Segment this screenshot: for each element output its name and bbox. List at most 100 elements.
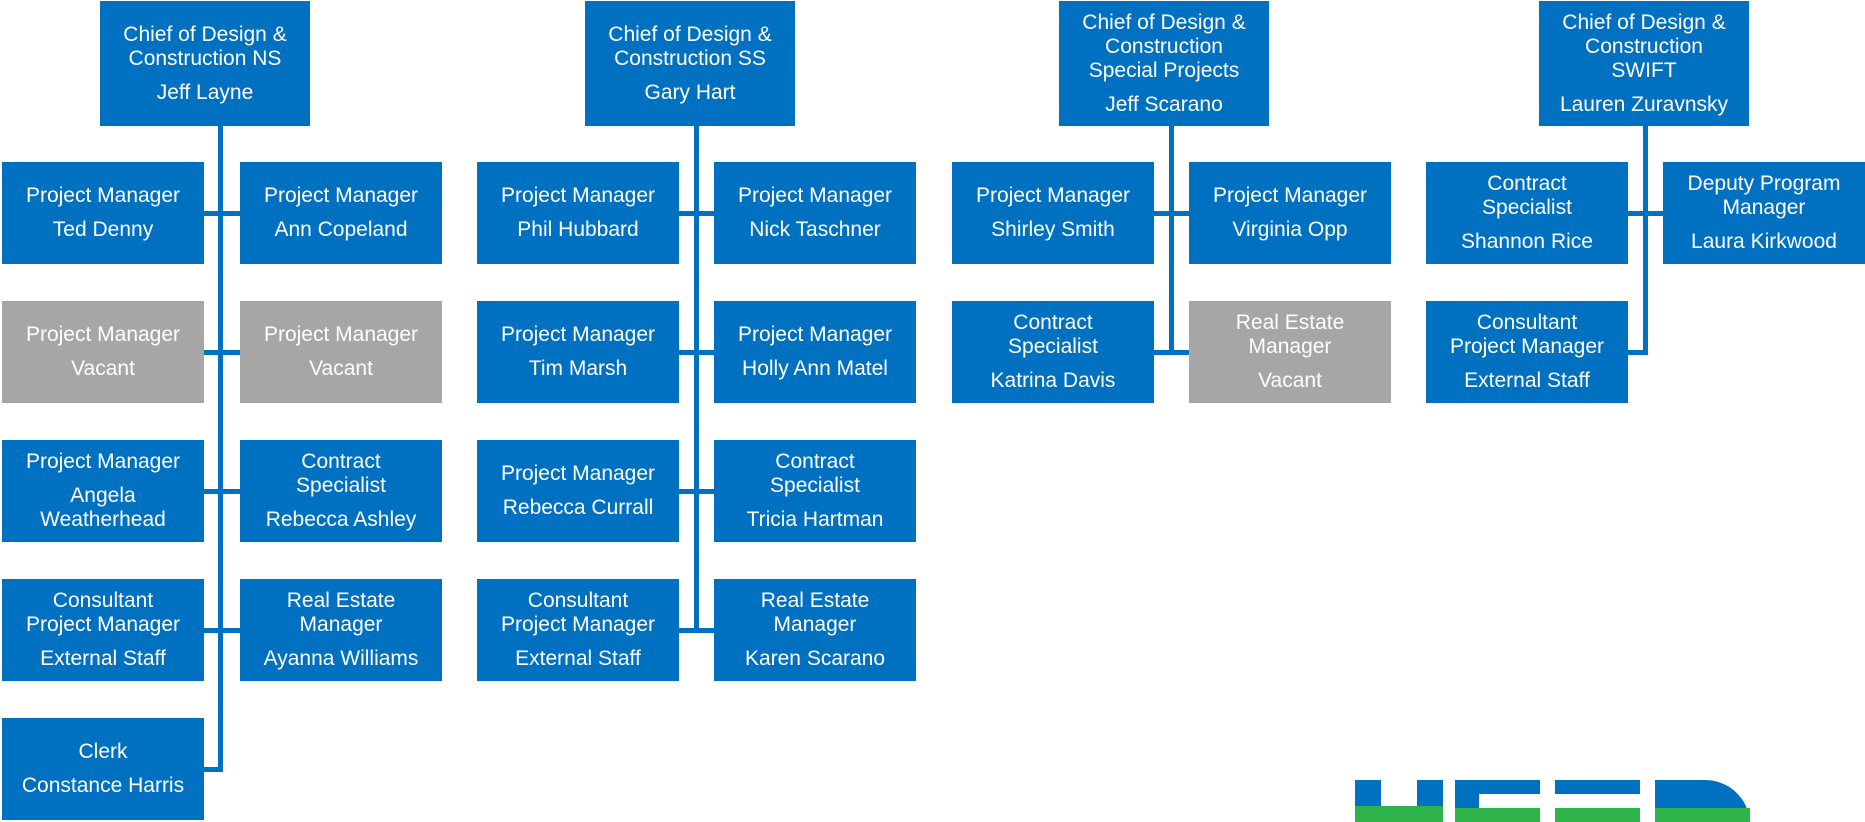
position-title: Real Estate Manager xyxy=(1235,311,1345,358)
position-title: Project Manager xyxy=(737,323,893,346)
person-name: Vacant xyxy=(1258,369,1322,392)
position-title: Real Estate Manager xyxy=(286,589,396,636)
position-title: Chief of Design & Construction SS xyxy=(608,22,772,70)
connector-line xyxy=(204,488,220,494)
chief-box: Chief of Design & Construction NS Jeff La… xyxy=(100,1,310,126)
connector-line xyxy=(1168,126,1174,355)
connector-line xyxy=(204,210,220,216)
connector-line xyxy=(220,210,240,216)
person-name: Nick Taschner xyxy=(749,218,881,241)
person-name: Ayanna Williams xyxy=(263,647,419,670)
position-title: Project Manager xyxy=(25,184,181,207)
hrsd-logo-mark xyxy=(1355,779,1750,822)
hrsd-logo xyxy=(1355,776,1755,822)
person-name: Katrina Davis xyxy=(990,369,1116,392)
connector-line xyxy=(204,349,220,355)
person-name: Virginia Opp xyxy=(1232,218,1348,241)
person-name: Lauren Zuravnsky xyxy=(1559,92,1729,116)
position-title: Consultant Project Manager xyxy=(500,589,656,636)
position-title: Clerk xyxy=(78,740,128,763)
connector-line xyxy=(679,627,696,633)
person-name: Constance Harris xyxy=(21,774,185,797)
person-name: Shirley Smith xyxy=(991,218,1115,241)
connector-line xyxy=(696,349,714,355)
person-name: Jeff Layne xyxy=(156,80,254,104)
connector-line xyxy=(693,126,699,633)
position-title: Project Manager xyxy=(263,184,419,207)
person-name: Laura Kirkwood xyxy=(1691,230,1837,253)
position-title: Consultant Project Manager xyxy=(25,589,181,636)
position-title: Contract Specialist xyxy=(770,450,860,497)
person-name: Angela Weatherhead xyxy=(40,484,166,531)
position-title: Project Manager xyxy=(25,323,181,346)
connector-line xyxy=(696,488,714,494)
person-name: Vacant xyxy=(71,357,135,380)
person-name: Rebecca Currall xyxy=(502,496,654,519)
position-title: Contract Specialist xyxy=(1008,311,1098,358)
connector-line xyxy=(220,349,240,355)
position-title: Chief of Design & Construction NS xyxy=(123,22,287,70)
position-title: Project Manager xyxy=(25,450,181,473)
connector-line xyxy=(217,126,223,772)
position-title: Project Manager xyxy=(1212,184,1368,207)
connector-line xyxy=(1628,210,1645,216)
position-title: Project Manager xyxy=(500,184,656,207)
connector-line xyxy=(1154,210,1171,216)
person-name: Tricia Hartman xyxy=(746,508,884,531)
connector-line xyxy=(696,210,714,216)
position-title: Project Manager xyxy=(263,323,419,346)
person-name: Ann Copeland xyxy=(274,218,408,241)
connector-line xyxy=(679,210,696,216)
connector-line xyxy=(679,349,696,355)
person-name: Jeff Scarano xyxy=(1105,92,1223,116)
connector-line xyxy=(1171,210,1189,216)
person-name: Rebecca Ashley xyxy=(265,508,417,531)
person-name: Phil Hubbard xyxy=(517,218,639,241)
position-title: Project Manager xyxy=(737,184,893,207)
person-name: Gary Hart xyxy=(644,80,736,104)
person-name: External Staff xyxy=(40,647,166,670)
connector-line xyxy=(679,488,696,494)
connector-line xyxy=(220,627,240,633)
connector-line xyxy=(1171,349,1189,355)
position-title: Contract Specialist xyxy=(296,450,386,497)
person-name: Ted Denny xyxy=(52,218,154,241)
person-name: External Staff xyxy=(515,647,641,670)
connector-line xyxy=(1642,126,1648,355)
person-name: Holly Ann Matel xyxy=(742,357,888,380)
position-title: Project Manager xyxy=(500,323,656,346)
connector-line xyxy=(204,766,220,772)
connector-line xyxy=(1645,210,1663,216)
person-name: Vacant xyxy=(309,357,373,380)
position-title: Consultant Project Manager xyxy=(1449,311,1605,358)
connector-line xyxy=(1154,349,1171,355)
position-title: Contract Specialist xyxy=(1482,172,1572,219)
chief-box: Chief of Design & Construction Special P… xyxy=(1059,1,1269,126)
person-name: Karen Scarano xyxy=(744,647,886,670)
